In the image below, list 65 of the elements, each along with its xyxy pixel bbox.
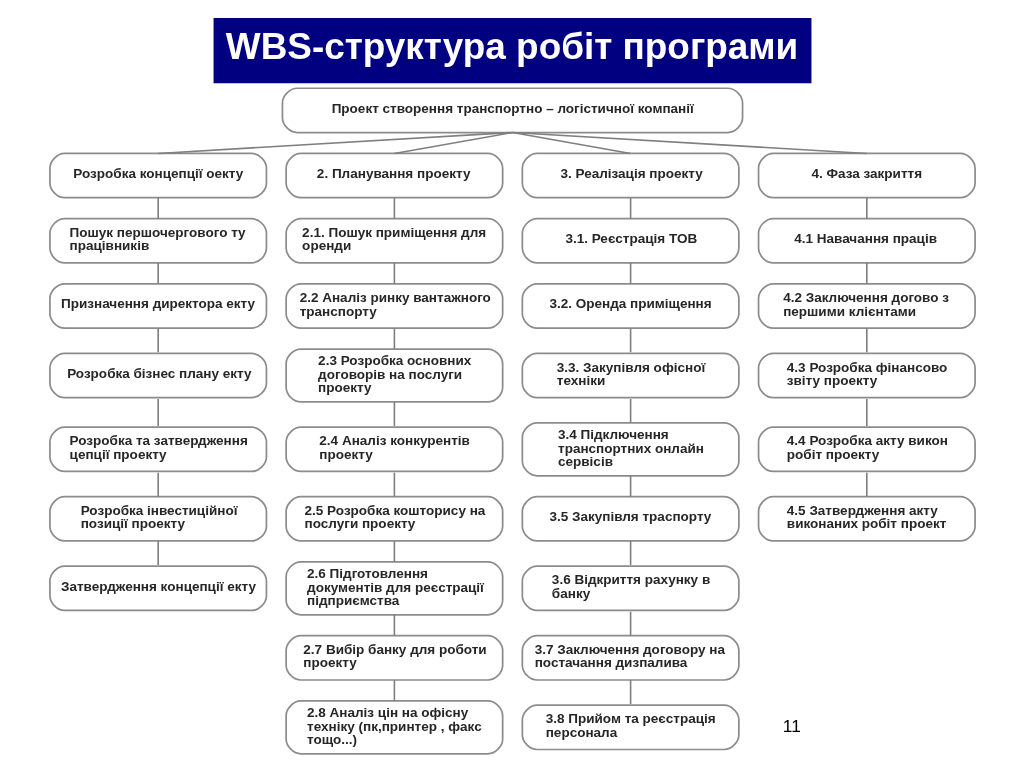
node-box: 2.2 Аналіз ринку вантажного транспорту [284,283,504,329]
node-box: Розробка концепції оекту [48,152,267,199]
connector [393,614,395,637]
connector [393,401,395,427]
diagram-title: WBS-структура робіт програми [225,26,798,68]
node-box: Пошук першочергового ту працівників [48,217,267,264]
node-box: 2.1. Пошук приміщення для оренди [284,217,504,264]
node-box: 3.7 Заключення договору на постачання дизпалива [521,634,740,681]
connector [511,131,868,155]
node-box: 4.3 Розробка фінансово звіту проекту [757,352,976,399]
node-box: Призначення директора екту [48,283,267,329]
node-box: Розробка бізнес плану екту [48,352,267,399]
connector [865,196,868,220]
connector [629,398,631,424]
connector [393,262,395,285]
node-box: 2.6 Підготовлення документів для реєстрації підприємства [284,561,504,616]
node-box: 4.4 Розробка акту викон робіт проекту [757,426,976,473]
connector [156,327,159,353]
node-box: 2.8 Аналіз цін на офісну техніку (пк,принтер , факс тощо...) [284,700,504,755]
connector [629,540,631,566]
node-box: 4.1 Навачання праців [757,217,976,264]
connector [511,131,631,155]
node-box: 3.6 Відкриття рахунку в банку [521,565,740,612]
connector [393,196,395,220]
node-box: Розробка та затвердження цепції проекту [48,426,267,473]
connector [865,471,868,498]
node-box: 3.3. Закупівля офісної техніки [521,352,740,399]
connector [629,327,631,353]
label: 11 [782,715,801,736]
connector [629,196,631,220]
connector [629,679,631,705]
node-box: 4. Фаза закриття [757,152,976,199]
node-box: Затвердження концепції екту [48,565,267,612]
connector [629,474,631,498]
node-box: 3.5 Закупівля траспорту [521,495,740,542]
connector [865,327,868,353]
connector [156,398,159,427]
node-box: Розробка інвестиційної позиції проекту [48,495,267,542]
connector [156,262,159,285]
node-box: 3.2. Оренда приміщення [521,283,740,329]
connector [393,327,395,350]
connector [156,540,159,566]
connector [156,471,159,498]
connector [865,262,868,285]
node-box: 2.4 Аналіз конкурентів проекту [284,426,504,473]
connector [393,679,395,702]
node-box: 4.2 Заключення догово з першими клієнтами [757,283,976,329]
connector [393,131,513,155]
node-box: 3.4 Підключення транспортних онлайн сервісів [521,422,740,477]
node-box: 4.5 Затвердження акту виконаних робіт проект [757,495,976,542]
connector [156,196,159,220]
node-box: 2.7 Вибір банку для роботи проекту [284,634,504,681]
node-box: 2.5 Розробка кошторису на послуги проекту [284,495,504,542]
node-box: 3.1. Реєстрація ТОВ [521,217,740,264]
connector [865,398,868,427]
node-box: 2. Планування проекту [284,152,504,199]
node-box: 3. Реалізація проекту [521,152,740,199]
connector [629,262,631,285]
node-box: Проект створення транспортно – логістичної компанії [281,87,743,134]
node-box: 3.8 Прийом та реєстрація персонала [521,704,740,751]
connector [629,610,631,637]
node-box: 2.3 Розробка основних договорів на послуги проекту [284,348,504,403]
connector [156,131,513,155]
connector [393,540,395,563]
connector [393,471,395,498]
